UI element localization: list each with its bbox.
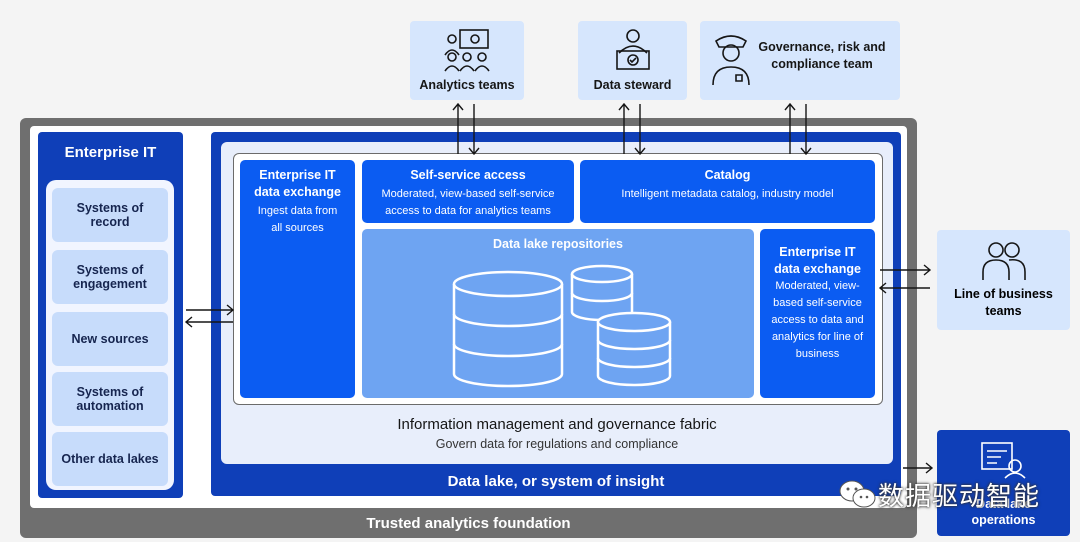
enterprise-data-exchange-right: Enterprise IT data exchange Moderated, v… [760,229,875,398]
arrow-right [880,264,932,276]
enterprise-it-title: Enterprise IT [64,144,157,161]
arrow-up [452,102,464,154]
exchange-left-desc: Ingest data from all sources [257,205,338,234]
self-service-title: Self-service access [410,168,526,182]
operations-monitor-icon [981,442,1026,479]
data-lake-operations-box: Data lake operations [937,430,1070,536]
data-steward-box: Data steward [578,21,687,100]
data-steward-label: Data steward [593,78,672,92]
exchange-right-title: Enterprise IT data exchange [774,245,861,276]
data-lake-operations-label: Data lake operations [971,497,1036,527]
arrow-left [184,316,233,328]
catalog-title: Catalog [704,168,751,182]
self-service-desc: Moderated, view-based self-service acces… [381,188,555,217]
exchange-right-desc: Moderated, view-based self-service acces… [771,280,864,360]
self-service-access-box: Self-service access Moderated, view-base… [362,160,574,223]
data-steward-icon [616,29,650,70]
fabric-subtitle: Govern data for regulations and complian… [435,437,679,451]
police-officer-icon [712,35,750,86]
arrow-down [468,104,480,156]
arrow-down [800,104,812,156]
team-presentation-icon [444,29,490,72]
fabric-title: Information management and governance fa… [397,416,717,433]
data-lake-label: Data lake, or system of insight [447,472,665,490]
source-item: New sources [52,312,168,366]
arrow-left [878,282,930,294]
watermark: 数据驱动智能 [838,476,1068,512]
arrow-up [784,102,796,154]
wechat-logo-icon [839,480,876,508]
line-of-business-label: Line of business teams [954,287,1053,318]
repositories-title: Data lake repositories [493,237,623,251]
enterprise-data-exchange-left: Enterprise IT data exchange Ingest data … [240,160,355,398]
analytics-teams-label: Analytics teams [419,78,515,92]
team-icon [982,242,1026,280]
catalog-desc: Intelligent metadata catalog, industry m… [621,188,834,200]
source-item: Systems of engagement [52,250,168,304]
source-item: Systems of record [52,188,168,242]
catalog-box: Catalog Intelligent metadata catalog, in… [580,160,875,223]
arrow-down [634,104,646,156]
line-of-business-box: Line of business teams [937,230,1070,330]
arrow-right [903,462,934,474]
source-item: Systems of automation [52,372,168,426]
watermark-text: 数据驱动智能 [878,481,1041,512]
database-icon [452,264,672,388]
exchange-left-title: Enterprise IT data exchange [254,168,341,199]
governance-team-label: Governance, risk and compliance team [758,40,886,71]
source-item: Other data lakes [52,432,168,486]
governance-team-box: Governance, risk and compliance team [700,21,900,100]
foundation-label: Trusted analytics foundation [366,514,571,532]
arrow-up [618,102,630,154]
arrow-right [186,304,235,316]
analytics-teams-box: Analytics teams [410,21,524,100]
